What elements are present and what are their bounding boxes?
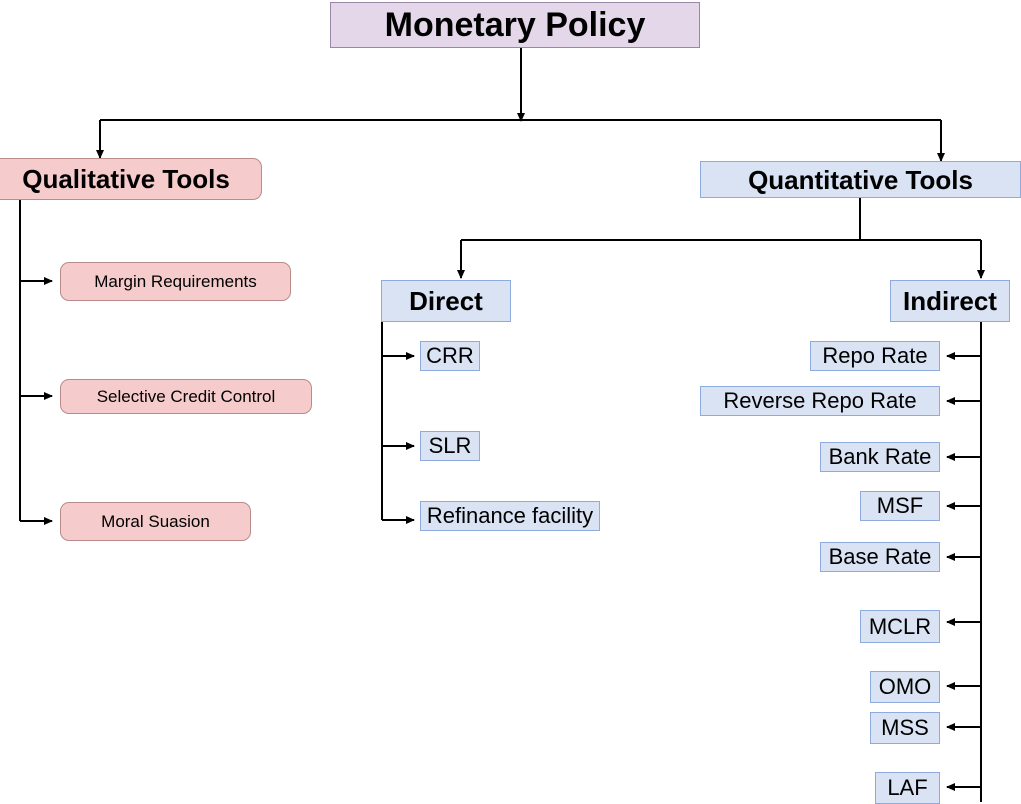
node-margin-requirements[interactable]: Margin Requirements [60, 262, 291, 301]
node-mss[interactable]: MSS [870, 712, 940, 744]
node-repo-rate[interactable]: Repo Rate [810, 341, 940, 371]
node-quantitative-tools[interactable]: Quantitative Tools [700, 161, 1021, 198]
node-indirect[interactable]: Indirect [890, 280, 1010, 322]
node-laf[interactable]: LAF [875, 772, 940, 804]
node-base-rate[interactable]: Base Rate [820, 542, 940, 572]
node-bank-rate[interactable]: Bank Rate [820, 442, 940, 472]
node-qualitative-tools[interactable]: Qualitative Tools [0, 158, 262, 200]
node-msf[interactable]: MSF [860, 491, 940, 521]
node-selective-credit-control[interactable]: Selective Credit Control [60, 379, 312, 414]
node-monetary-policy[interactable]: Monetary Policy [330, 2, 700, 48]
node-refinance-facility[interactable]: Refinance facility [420, 501, 600, 531]
node-moral-suasion[interactable]: Moral Suasion [60, 502, 251, 541]
node-slr[interactable]: SLR [420, 431, 480, 461]
node-reverse-repo-rate[interactable]: Reverse Repo Rate [700, 386, 940, 416]
node-direct[interactable]: Direct [381, 280, 511, 322]
node-crr[interactable]: CRR [420, 341, 480, 371]
node-omo[interactable]: OMO [870, 671, 940, 703]
node-mclr[interactable]: MCLR [860, 610, 940, 643]
